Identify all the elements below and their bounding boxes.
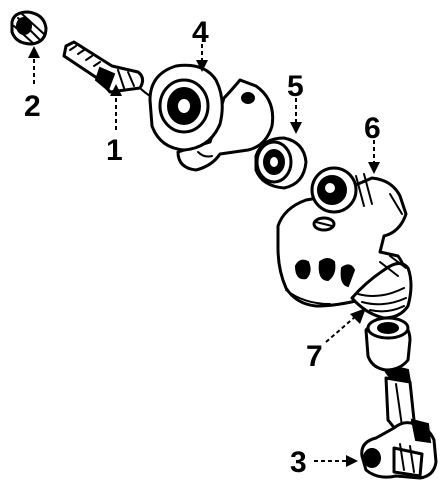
part-1-shaft	[62, 40, 145, 94]
leader-4	[196, 44, 208, 72]
leader-5	[290, 98, 302, 134]
leader-6	[368, 140, 380, 174]
callout-3: 3	[290, 446, 307, 479]
callout-5: 5	[287, 70, 304, 103]
part-5-bushing	[254, 136, 308, 190]
leader-7	[325, 308, 366, 343]
leader-2	[28, 46, 40, 84]
leader-1	[110, 84, 122, 130]
part-2-nut	[10, 10, 48, 46]
callout-7: 7	[306, 340, 323, 373]
callout-6: 6	[364, 112, 381, 145]
leader-3	[314, 455, 358, 467]
callout-2: 2	[24, 90, 41, 123]
callout-4: 4	[192, 16, 209, 49]
part-3-lower-shaft	[360, 316, 438, 480]
part-4-housing	[139, 63, 275, 172]
callout-1: 1	[106, 134, 123, 167]
